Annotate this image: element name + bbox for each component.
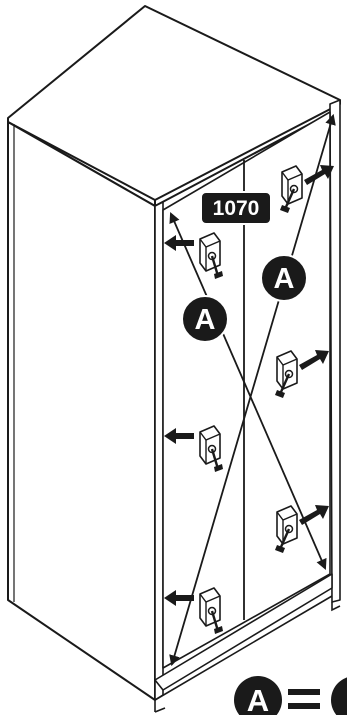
legend-marker: A (247, 683, 269, 715)
diagonal-marker-right-label: A (274, 263, 295, 295)
diagonal-arrow-icon (169, 113, 336, 667)
diagonal-marker-left: A (181, 295, 229, 343)
diagonal-marker-left-label: A (195, 304, 216, 336)
diagonal-measurements (169, 113, 336, 667)
wardrobe-carcass (7, 5, 341, 713)
legend-equals-icon (288, 689, 320, 695)
diagonal-marker-right: A (260, 254, 308, 302)
legend: A (234, 676, 347, 715)
dimension-value: 1070 (213, 197, 260, 220)
legend-next-marker (331, 677, 347, 715)
dimension-label: 1070 (200, 191, 272, 225)
